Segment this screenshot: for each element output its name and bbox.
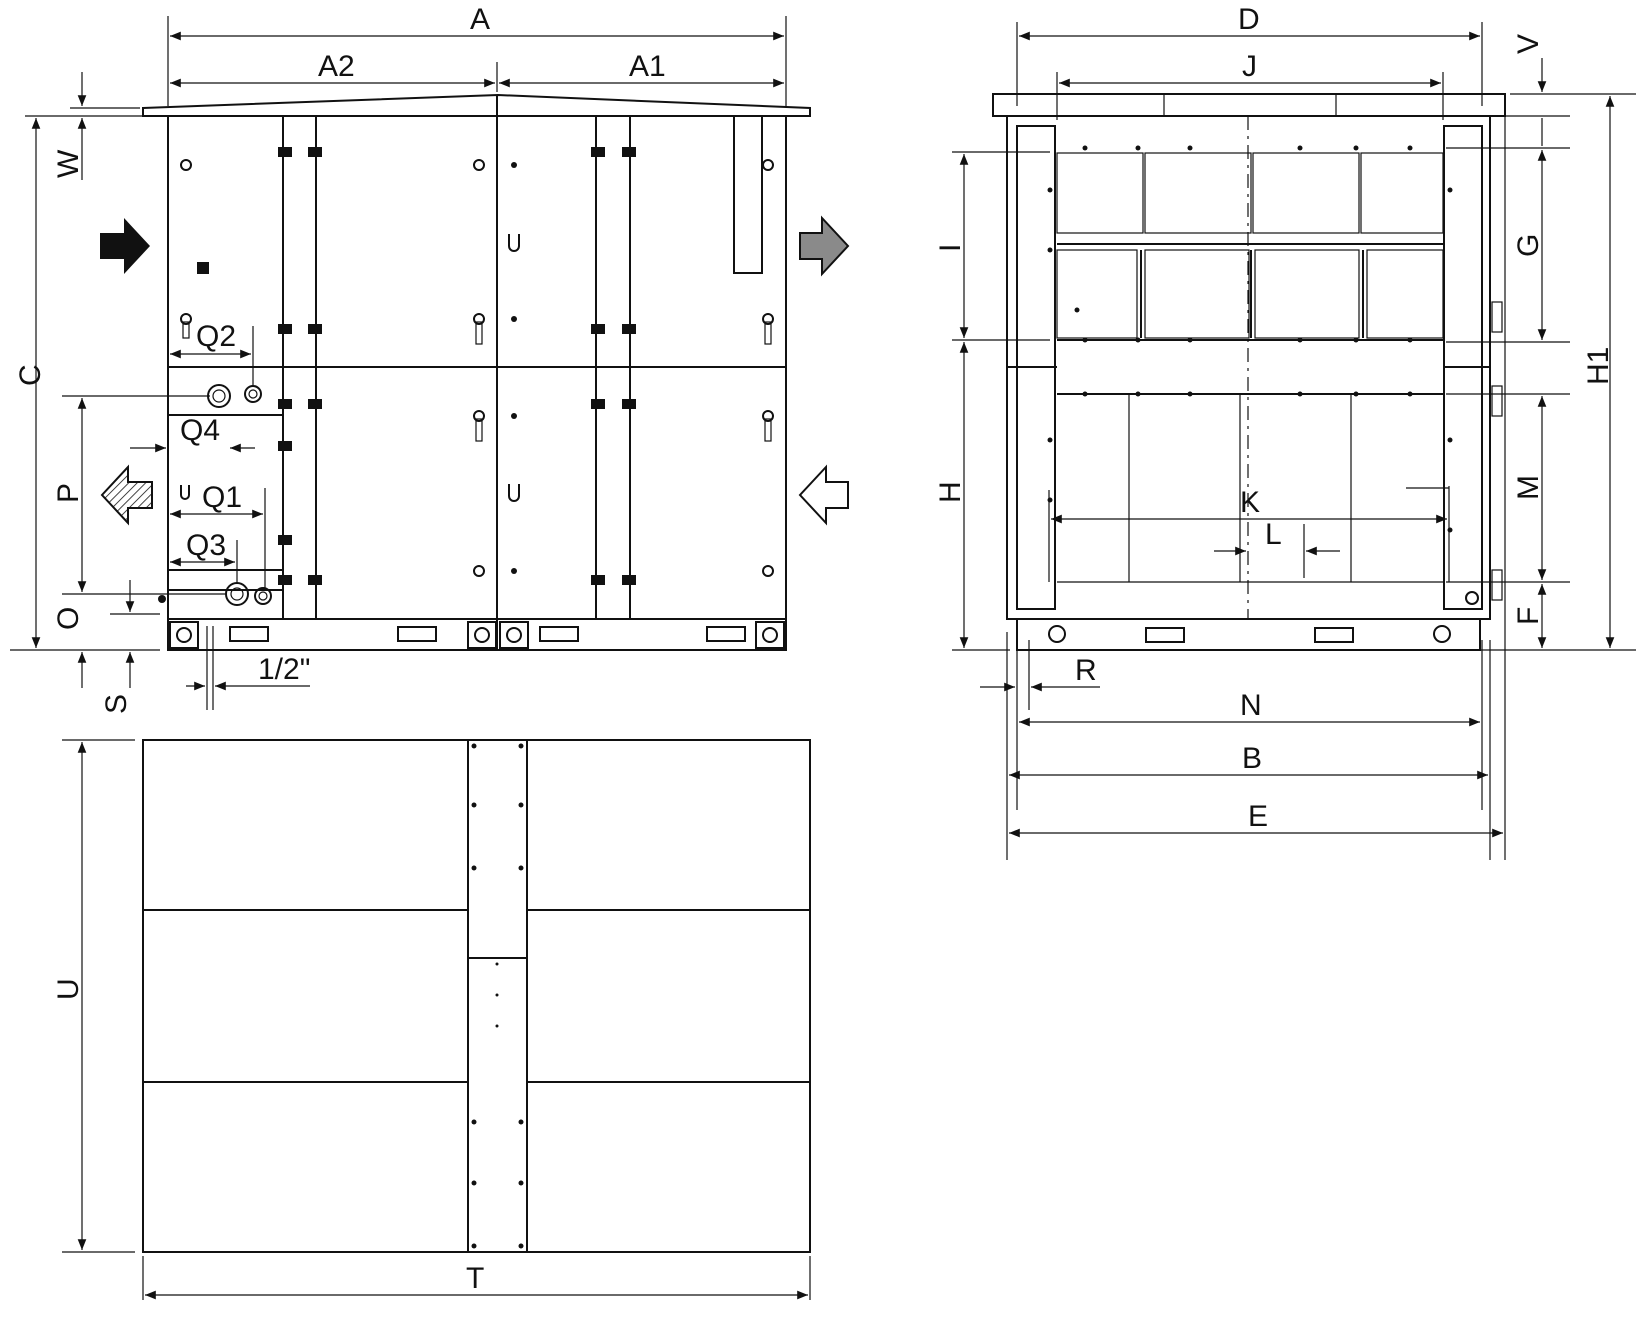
side-filter-grid [1007, 152, 1490, 395]
dim-label-M: M [1512, 475, 1545, 500]
dim-label-S: S [100, 694, 133, 714]
dim-label-Q2: Q2 [196, 320, 236, 353]
dim-label-N: N [1240, 689, 1262, 722]
top-view-outline [142, 739, 811, 1253]
dim-label-A1: A1 [629, 50, 666, 83]
front-view: A A2 A1 C W P O S Q2 Q4 Q1 Q [10, 3, 850, 714]
base-frame-details [169, 621, 785, 649]
side-view: D J V G M F H1 I H K [934, 3, 1636, 860]
dim-label-O: O [52, 607, 85, 630]
arrow-left-hatched-icon [100, 464, 153, 526]
dim-label-T: T [466, 1262, 484, 1295]
arrow-right-grey-icon [799, 215, 850, 277]
side-base-frame [1016, 618, 1481, 651]
dim-label-V: V [1512, 34, 1545, 54]
dim-label-R: R [1075, 654, 1097, 687]
front-base-frame [167, 618, 787, 651]
dim-label-A: A [470, 3, 490, 36]
dim-label-H1: H1 [1582, 347, 1615, 385]
dim-label-W: W [52, 149, 85, 178]
dim-label-K: K [1240, 486, 1260, 519]
front-roof [142, 93, 811, 117]
dim-label-J: J [1242, 50, 1257, 83]
dim-label-C: C [14, 364, 47, 386]
top-view-rivets [471, 743, 524, 1249]
dim-label-U: U [52, 978, 85, 1000]
arrow-left-outline-icon [798, 464, 849, 526]
dim-label-B: B [1242, 742, 1262, 775]
door-locks [180, 159, 774, 577]
dim-label-F: F [1512, 607, 1545, 625]
arrow-right-solid-icon [100, 218, 150, 274]
dim-label-Q1: Q1 [202, 481, 242, 514]
dim-label-I: I [934, 244, 967, 252]
side-roof [992, 93, 1506, 117]
dim-label-half-inch: 1/2" [258, 653, 310, 686]
dim-label-L: L [1265, 518, 1282, 551]
side-rivets [1047, 145, 1453, 533]
dim-label-Q4: Q4 [180, 414, 220, 447]
dim-label-H: H [934, 481, 967, 503]
door-hinges [278, 147, 636, 585]
dim-label-Q3: Q3 [186, 529, 226, 562]
dim-label-E: E [1248, 800, 1268, 833]
dim-label-A2: A2 [318, 50, 355, 83]
dim-label-G: G [1512, 234, 1545, 257]
dim-label-P: P [52, 483, 85, 503]
dim-label-D: D [1238, 3, 1260, 36]
top-view: U T [52, 739, 811, 1300]
